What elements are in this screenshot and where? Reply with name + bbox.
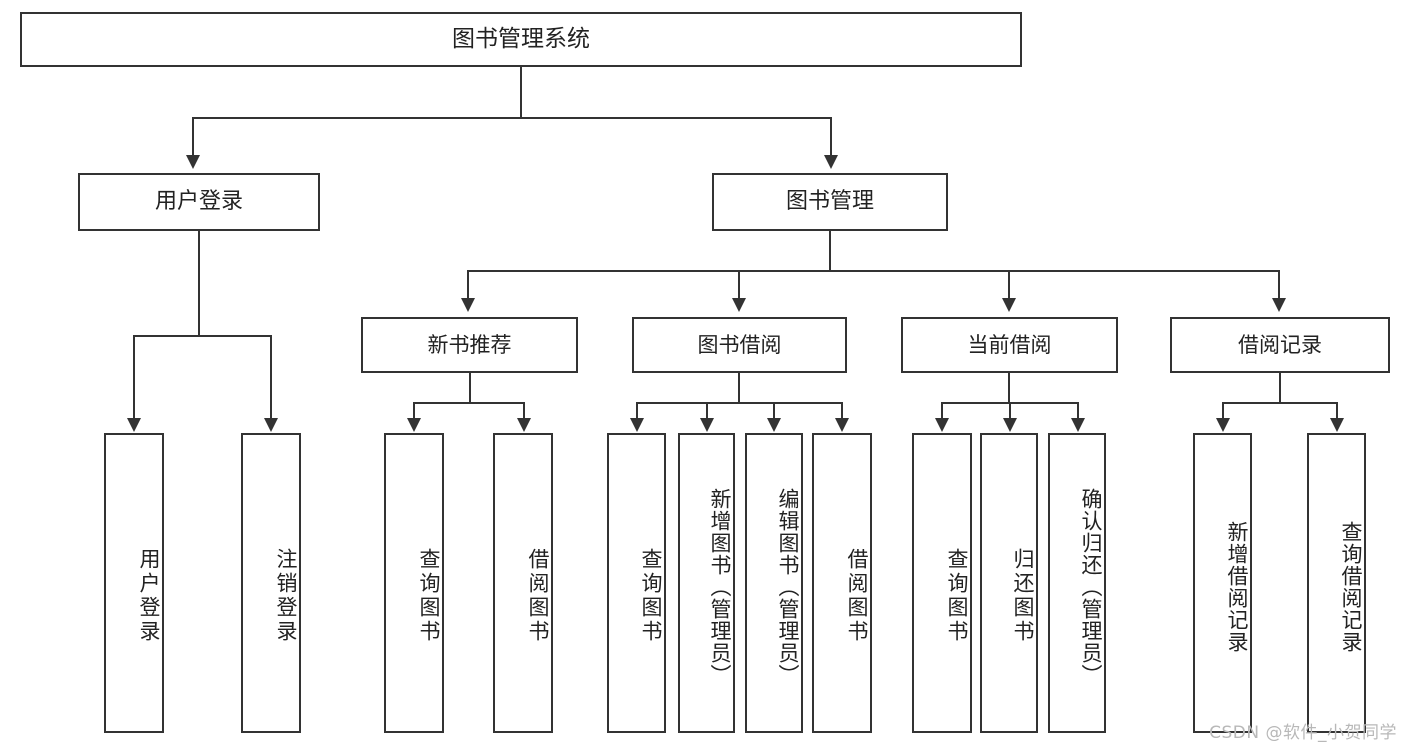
arrow-to-new-book-recommend <box>461 298 475 312</box>
leaf-cb-confirm-return-admin[interactable]: 确认归还（管理员） <box>1048 433 1106 733</box>
arrow-br-leaf-2 <box>1330 418 1344 432</box>
arrow-to-borrow-record <box>1272 298 1286 312</box>
node-new-book-recommend[interactable]: 新书推荐 <box>361 317 578 373</box>
arrow-to-leaf-user-login <box>127 418 141 432</box>
edge-root-stem <box>520 67 522 117</box>
node-book-management-label: 图书管理 <box>785 189 874 215</box>
edge-bm-to-new-book <box>467 270 469 300</box>
edge-bb-stem <box>738 373 740 403</box>
arrow-cb-leaf-3 <box>1071 418 1085 432</box>
edge-nbr-to-leaf-1 <box>413 402 415 420</box>
edge-user-login-stem <box>198 231 200 335</box>
leaf-cb-query-book[interactable]: 查询图书 <box>912 433 972 733</box>
leaf-cb-confirm-return-admin-label: 确认归还（管理员） <box>1079 488 1103 686</box>
leaf-nbr-borrow-book[interactable]: 借阅图书 <box>493 433 553 733</box>
edge-bb-bar <box>636 402 842 404</box>
leaf-user-login-label: 用户登录 <box>137 548 161 644</box>
node-book-borrow-label: 图书借阅 <box>697 332 782 357</box>
edge-user-login-bar <box>133 335 271 337</box>
arrow-to-book-borrow <box>732 298 746 312</box>
node-user-login[interactable]: 用户登录 <box>78 173 320 231</box>
edge-nbr-stem <box>469 373 471 403</box>
arrow-to-user-login <box>186 155 200 169</box>
arrow-cb-leaf-1 <box>935 418 949 432</box>
edge-cb-to-leaf-2 <box>1009 402 1011 420</box>
node-book-borrow[interactable]: 图书借阅 <box>632 317 847 373</box>
node-root-book-management-system[interactable]: 图书管理系统 <box>20 12 1022 67</box>
leaf-bb-borrow-book[interactable]: 借阅图书 <box>812 433 872 733</box>
leaf-bb-edit-book-admin[interactable]: 编辑图书（管理员） <box>745 433 803 733</box>
arrow-bb-leaf-3 <box>767 418 781 432</box>
edge-bb-to-leaf-3 <box>773 402 775 420</box>
edge-br-to-leaf-2 <box>1336 402 1338 420</box>
edge-book-management-bar <box>467 270 1279 272</box>
edge-book-management-stem <box>829 231 831 271</box>
edge-br-stem <box>1279 373 1281 403</box>
leaf-bb-borrow-book-label: 借阅图书 <box>845 548 869 644</box>
edge-br-to-leaf-1 <box>1222 402 1224 420</box>
leaf-cb-query-book-label: 查询图书 <box>945 548 969 644</box>
arrow-to-book-management <box>824 155 838 169</box>
arrow-cb-leaf-2 <box>1003 418 1017 432</box>
arrow-nbr-leaf-2 <box>517 418 531 432</box>
leaf-cb-return-book-label: 归还图书 <box>1011 548 1035 644</box>
arrow-nbr-leaf-1 <box>407 418 421 432</box>
leaf-bb-query-book-label: 查询图书 <box>639 548 663 644</box>
node-root-label: 图书管理系统 <box>452 26 590 53</box>
edge-cb-stem <box>1008 373 1010 403</box>
node-current-borrow[interactable]: 当前借阅 <box>901 317 1118 373</box>
arrow-to-current-borrow <box>1002 298 1016 312</box>
edge-cb-to-leaf-3 <box>1077 402 1079 420</box>
leaf-bb-query-book[interactable]: 查询图书 <box>607 433 666 733</box>
node-book-management[interactable]: 图书管理 <box>712 173 948 231</box>
leaf-nbr-query-book-label: 查询图书 <box>417 548 441 644</box>
leaf-bb-add-book-admin-label: 新增图书（管理员） <box>708 488 732 686</box>
leaf-logout-label: 注销登录 <box>274 548 298 644</box>
edge-root-bar <box>192 117 832 119</box>
node-borrow-record-label: 借阅记录 <box>1238 332 1322 357</box>
leaf-br-query-record[interactable]: 查询借阅记录 <box>1307 433 1366 733</box>
edge-user-login-to-leaf-1 <box>133 335 135 420</box>
edge-br-bar <box>1222 402 1336 404</box>
leaf-br-query-record-label: 查询借阅记录 <box>1339 521 1363 653</box>
arrow-bb-leaf-1 <box>630 418 644 432</box>
leaf-br-add-record[interactable]: 新增借阅记录 <box>1193 433 1252 733</box>
leaf-logout[interactable]: 注销登录 <box>241 433 301 733</box>
edge-root-to-user-login <box>192 117 194 157</box>
edge-bm-to-current-borrow <box>1008 270 1010 300</box>
node-new-book-recommend-label: 新书推荐 <box>427 332 512 357</box>
leaf-nbr-query-book[interactable]: 查询图书 <box>384 433 444 733</box>
node-current-borrow-label: 当前借阅 <box>967 332 1052 357</box>
edge-bm-to-borrow-record <box>1278 270 1280 300</box>
leaf-user-login[interactable]: 用户登录 <box>104 433 164 733</box>
leaf-br-add-record-label: 新增借阅记录 <box>1225 521 1249 653</box>
edge-root-to-book-management <box>830 117 832 157</box>
node-user-login-label: 用户登录 <box>154 189 243 215</box>
edge-nbr-to-leaf-2 <box>523 402 525 420</box>
leaf-nbr-borrow-book-label: 借阅图书 <box>526 548 550 644</box>
leaf-cb-return-book[interactable]: 归还图书 <box>980 433 1038 733</box>
edge-bb-to-leaf-1 <box>636 402 638 420</box>
edge-cb-to-leaf-1 <box>941 402 943 420</box>
arrow-bb-leaf-4 <box>835 418 849 432</box>
edge-nbr-bar <box>413 402 525 404</box>
edge-user-login-to-leaf-2 <box>270 335 272 420</box>
arrow-br-leaf-1 <box>1216 418 1230 432</box>
edge-bm-to-book-borrow <box>738 270 740 300</box>
leaf-bb-add-book-admin[interactable]: 新增图书（管理员） <box>678 433 735 733</box>
edge-bb-to-leaf-2 <box>706 402 708 420</box>
arrow-bb-leaf-2 <box>700 418 714 432</box>
edge-bb-to-leaf-4 <box>841 402 843 420</box>
node-borrow-record[interactable]: 借阅记录 <box>1170 317 1390 373</box>
arrow-to-leaf-logout <box>264 418 278 432</box>
leaf-bb-edit-book-admin-label: 编辑图书（管理员） <box>776 488 800 686</box>
